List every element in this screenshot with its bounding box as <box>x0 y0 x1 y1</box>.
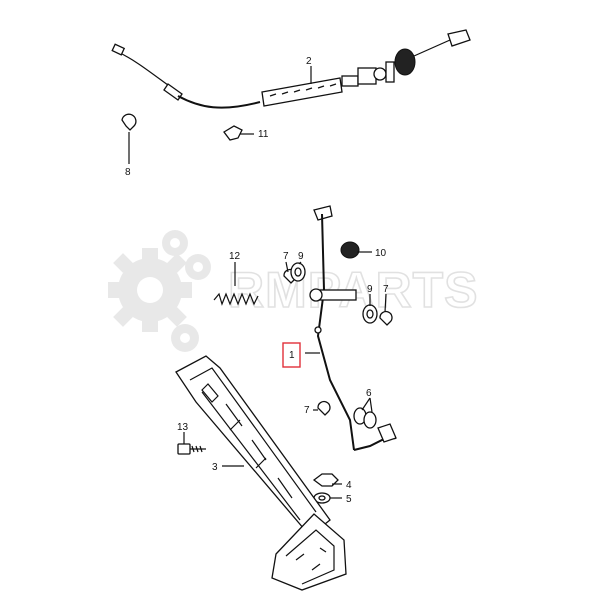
callout-1: 1 <box>289 350 295 361</box>
part-8-clip <box>121 113 137 164</box>
part-7-clip-lower <box>317 400 331 416</box>
part-13-bolt <box>177 432 206 455</box>
watermark: RMPARTS <box>108 230 478 352</box>
part-4-nut <box>312 473 339 487</box>
part-1-lever <box>309 205 397 451</box>
part-6-bushings <box>353 407 377 429</box>
gear-icon <box>108 230 211 352</box>
callout-3: 3 <box>212 462 218 473</box>
part-9-bushing-right <box>362 304 378 324</box>
callout-9-right: 9 <box>367 284 373 295</box>
callout-7-right: 7 <box>383 284 389 295</box>
callout-4: 4 <box>346 480 352 491</box>
part-2-cable <box>111 29 471 109</box>
callout-7-lower: 7 <box>304 405 310 416</box>
callout-8: 8 <box>125 167 131 178</box>
part-7-clip-right <box>379 310 393 326</box>
callout-11: 11 <box>258 129 269 140</box>
callout-12: 12 <box>229 251 241 262</box>
callout-7-upper: 7 <box>283 251 289 262</box>
part-9-bushing-left <box>290 262 306 282</box>
part-11-clip <box>223 125 254 141</box>
callout-9-left: 9 <box>298 251 304 262</box>
part-12-spring <box>213 262 259 306</box>
part-3-pedal <box>175 355 347 591</box>
callout-1-highlight <box>282 342 301 368</box>
callout-2: 2 <box>306 56 312 67</box>
callout-13: 13 <box>177 422 189 433</box>
callout-10: 10 <box>375 248 387 259</box>
callout-5: 5 <box>346 494 352 505</box>
part-10-grommet <box>340 241 360 259</box>
callout-6: 6 <box>366 388 372 399</box>
leader-lines <box>222 66 387 499</box>
